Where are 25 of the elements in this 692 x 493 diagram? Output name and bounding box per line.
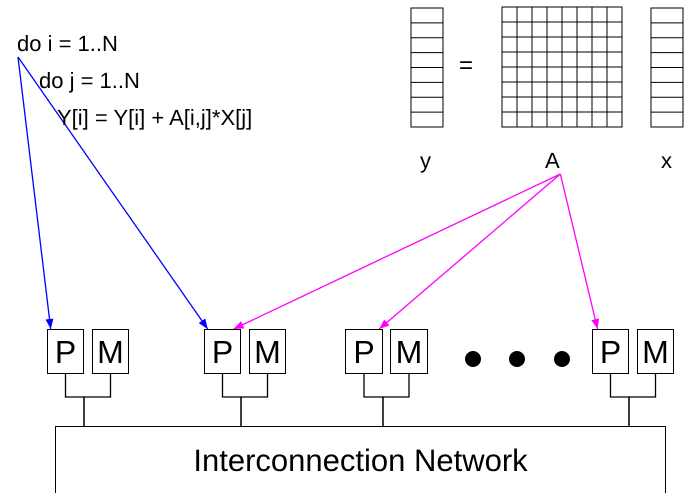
memory-box: M bbox=[637, 329, 674, 374]
connector-line bbox=[240, 374, 268, 426]
connector-line bbox=[382, 374, 410, 426]
equals-sign: = bbox=[459, 54, 474, 78]
code-line: do i = 1..N bbox=[17, 33, 118, 55]
network-box bbox=[55, 426, 666, 493]
memory-box: M bbox=[249, 329, 286, 374]
connector-line bbox=[628, 374, 656, 426]
processor-box: P bbox=[47, 329, 84, 374]
network-label: Interconnection Network bbox=[193, 445, 528, 476]
arrow bbox=[560, 174, 600, 330]
matrix-label: A bbox=[545, 150, 560, 172]
processor-box: P bbox=[592, 329, 629, 374]
arrow bbox=[378, 174, 561, 330]
processor-box: P bbox=[345, 329, 383, 374]
arrow bbox=[233, 173, 561, 330]
memory-box: M bbox=[92, 329, 129, 374]
processor-box: P bbox=[204, 329, 241, 374]
memory-box: M bbox=[390, 329, 428, 374]
vector-label: x bbox=[661, 150, 672, 172]
arrow bbox=[17, 56, 54, 330]
connector-line bbox=[83, 374, 112, 426]
vector-label: y bbox=[420, 150, 431, 172]
code-line: do j = 1..N bbox=[39, 70, 140, 92]
arrow bbox=[17, 56, 208, 330]
